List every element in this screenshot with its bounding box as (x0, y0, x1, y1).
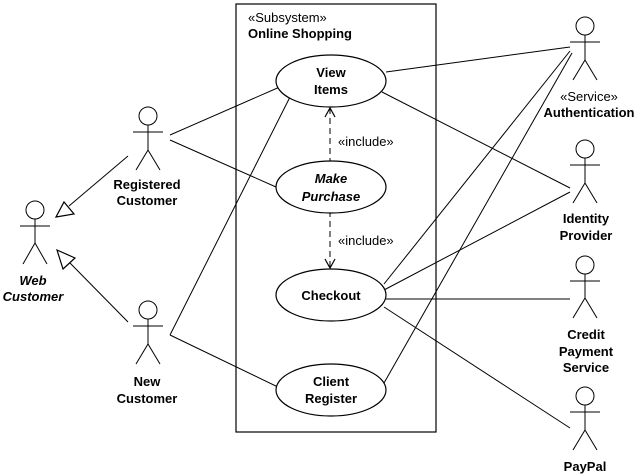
associations (169, 46, 573, 429)
subsystem-name: Online Shopping (248, 26, 352, 41)
association-checkout-paypal (383, 306, 571, 429)
actor-credit-payment-service-line-3: Service (563, 360, 609, 375)
generalization-new-head (56, 248, 77, 271)
actor-new-customer-line-1: New (134, 374, 162, 389)
generalization-new-line (69, 262, 129, 323)
use-case-make-purchase-line-2: Purchase (302, 189, 361, 204)
actor-identity-provider[interactable]: Identity Provider (560, 139, 613, 243)
use-case-client-register-line-2: Register (305, 391, 357, 406)
actor-authentication-name: Authentication (544, 105, 635, 120)
actor-authentication[interactable]: «Service» Authentication (544, 16, 635, 120)
subsystem-boundary (235, 3, 437, 433)
use-case-make-purchase-line-1: Make (315, 171, 348, 186)
actor-web-customer[interactable]: Web Customer (3, 200, 65, 304)
stick-figure-icon (133, 300, 163, 365)
actor-registered-customer[interactable]: Registered Customer (113, 106, 181, 208)
use-case-view-items-line-1: View (316, 65, 346, 80)
generalization-registered-head (54, 200, 76, 218)
use-case-make-purchase[interactable]: Make Purchase (275, 160, 387, 214)
actor-paypal-name: PayPal (564, 459, 607, 474)
include-dependencies: «include» «include» (324, 106, 394, 270)
actor-web-customer-line-1: Web (19, 273, 46, 288)
actor-credit-payment-service[interactable]: Credit Payment Service (559, 255, 614, 375)
actor-web-customer-line-2: Customer (3, 289, 65, 304)
stick-figure-icon (20, 200, 50, 265)
stick-figure-icon (570, 139, 600, 204)
use-case-checkout[interactable]: Checkout (275, 268, 387, 322)
actor-registered-customer-line-1: Registered (113, 177, 180, 192)
include-label-bottom: «include» (338, 233, 394, 248)
use-case-view-items[interactable]: View Items (275, 54, 387, 108)
generalizations (54, 155, 129, 323)
use-case-view-items-line-2: Items (314, 82, 348, 97)
actor-new-customer-line-2: Customer (117, 391, 178, 406)
association-view-items-identity-provider (381, 91, 571, 189)
generalization-registered-line (68, 155, 129, 207)
actor-credit-payment-service-line-1: Credit (567, 327, 605, 342)
actor-authentication-stereotype: «Service» (560, 89, 618, 104)
actor-new-customer[interactable]: New Customer (117, 300, 178, 406)
association-checkout-identity-provider (383, 191, 571, 291)
actor-identity-provider-line-2: Provider (560, 228, 613, 243)
stick-figure-icon (570, 16, 600, 81)
association-new-client-register (169, 334, 281, 389)
stick-figure-icon (570, 255, 600, 319)
use-case-client-register[interactable]: Client Register (275, 363, 387, 417)
association-registered-view-items (169, 85, 283, 136)
stick-figure-icon (133, 106, 163, 171)
subsystem-stereotype: «Subsystem» (248, 10, 327, 25)
actor-registered-customer-line-2: Customer (117, 193, 178, 208)
association-new-view-items (169, 96, 291, 336)
actor-credit-payment-service-line-2: Payment (559, 344, 614, 359)
stick-figure-icon (570, 386, 600, 451)
actor-paypal[interactable]: PayPal (564, 386, 607, 474)
use-case-checkout-label: Checkout (301, 288, 361, 303)
actor-identity-provider-line-1: Identity (563, 211, 610, 226)
use-case-client-register-line-1: Client (313, 374, 350, 389)
association-view-items-authentication (385, 46, 571, 73)
association-checkout-authentication (383, 50, 571, 285)
association-registered-make-purchase (169, 139, 277, 188)
association-client-register-authentication (383, 52, 573, 384)
include-label-top: «include» (338, 134, 394, 149)
